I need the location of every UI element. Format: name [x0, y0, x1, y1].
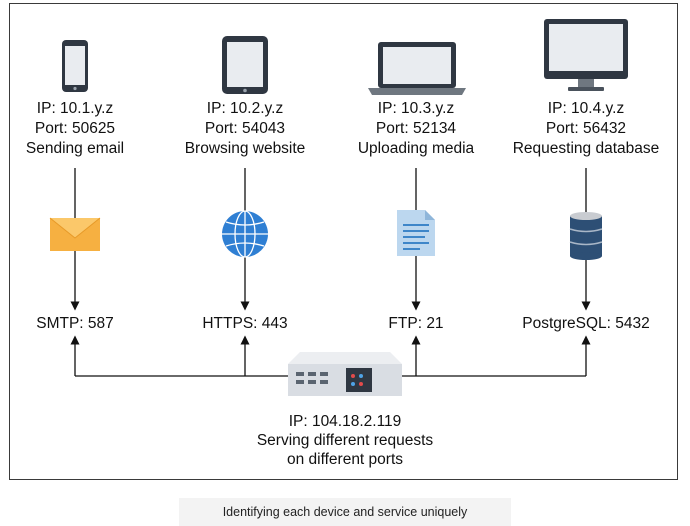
- server-description-line1: Serving different requests: [256, 432, 434, 449]
- globe-icon: [222, 210, 268, 258]
- device-label-3: IP: 10.3.y.z Port: 52134 Uploading media: [358, 99, 474, 159]
- device-ip: IP: 10.2.y.z: [206, 100, 284, 117]
- device-ip: IP: 10.4.y.z: [547, 100, 625, 117]
- figure-caption: Identifying each device and service uniq…: [179, 498, 511, 526]
- request-arrows: [70, 168, 591, 311]
- server-icon: [288, 352, 402, 396]
- diagram-frame: [9, 3, 678, 480]
- device-port: Port: 56432: [545, 120, 627, 137]
- device-port: Port: 54043: [204, 120, 286, 137]
- device-label-1: IP: 10.1.y.z Port: 50625 Sending email: [26, 99, 124, 159]
- service-label-ftp: FTP: 21: [388, 315, 444, 332]
- service-label-smtp: SMTP: 587: [36, 315, 114, 332]
- device-label-2: IP: 10.2.y.z Port: 54043 Browsing websit…: [185, 99, 306, 159]
- service-label-postgresql: PostgreSQL: 5432: [522, 315, 650, 332]
- tablet-icon: [222, 36, 268, 94]
- device-activity: Browsing website: [184, 140, 306, 157]
- server-description-line2: on different ports: [286, 451, 404, 468]
- server-ip: IP: 104.18.2.119: [288, 413, 402, 430]
- device-ip: IP: 10.3.y.z: [377, 100, 455, 117]
- laptop-icon: [368, 42, 466, 95]
- device-ip: IP: 10.1.y.z: [36, 100, 114, 117]
- envelope-icon: [49, 217, 101, 251]
- device-activity: Uploading media: [357, 140, 475, 157]
- document-icon: [397, 210, 435, 256]
- server-label: IP: 104.18.2.119 Serving different reque…: [257, 412, 433, 469]
- smartphone-icon: [62, 40, 88, 92]
- device-activity: Requesting database: [512, 140, 660, 157]
- device-activity: Sending email: [25, 140, 125, 157]
- desktop-monitor-icon: [544, 19, 628, 91]
- database-icon: [569, 212, 603, 260]
- device-port: Port: 50625: [34, 120, 116, 137]
- device-port: Port: 52134: [375, 120, 457, 137]
- device-label-4: IP: 10.4.y.z Port: 56432 Requesting data…: [513, 99, 660, 159]
- service-label-https: HTTPS: 443: [202, 315, 288, 332]
